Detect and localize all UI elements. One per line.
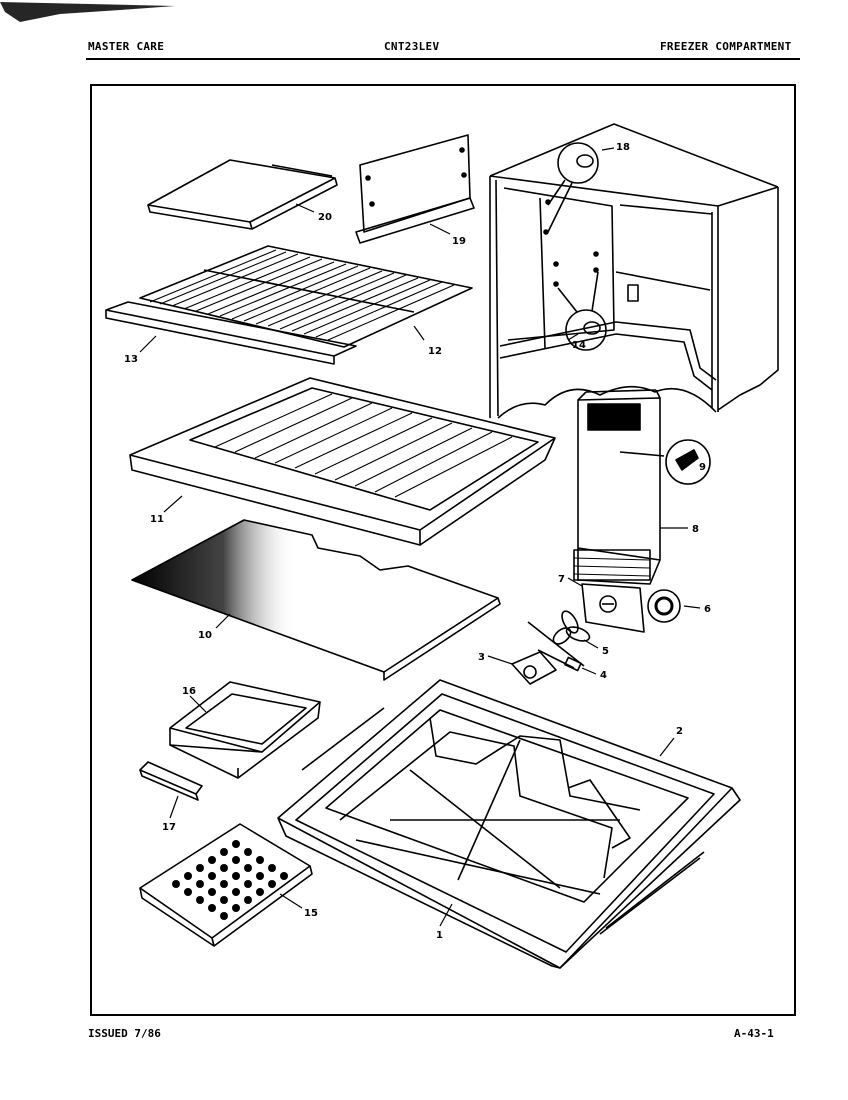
callout-4: 4	[600, 670, 607, 681]
callout-7: 7	[558, 574, 565, 585]
part-screw-9	[665, 439, 711, 485]
callout-8: 8	[692, 524, 699, 535]
callout-5: 5	[602, 646, 609, 657]
callout-10: 10	[198, 630, 212, 641]
part-fan-motor	[511, 649, 582, 685]
callout-1: 1	[436, 930, 443, 941]
callout-17: 17	[162, 822, 176, 833]
part-fastener-18	[547, 142, 599, 233]
part-back-panel	[355, 134, 475, 244]
callout-15: 15	[304, 908, 318, 919]
part-shelf-glass	[131, 519, 501, 681]
page-code: A-43-1	[734, 1027, 774, 1040]
part-wire-shelf	[139, 245, 473, 348]
part-ice-tray	[139, 823, 313, 947]
part-shelf-frame	[129, 377, 556, 546]
diagram-frame	[90, 84, 796, 1016]
part-fan-bracket	[581, 583, 645, 633]
callout-20: 20	[318, 212, 332, 223]
part-bin-rail	[139, 761, 203, 801]
callout-6: 6	[704, 604, 711, 615]
part-evaporator-cover	[573, 389, 665, 585]
section-title: FREEZER COMPARTMENT	[660, 40, 792, 53]
part-fan-blade	[527, 610, 591, 667]
callout-13: 13	[124, 354, 138, 365]
callout-14: 14	[572, 340, 586, 351]
issue-date: ISSUED 7/86	[88, 1027, 161, 1040]
callout-2: 2	[676, 726, 683, 737]
callout-12: 12	[428, 346, 442, 357]
leader-lines	[139, 147, 701, 927]
callout-18: 18	[616, 142, 630, 153]
callout-9: 9	[699, 462, 706, 473]
model-number: CNT23LEV	[384, 40, 440, 53]
part-ice-bin	[169, 681, 321, 779]
header-rule	[86, 58, 800, 60]
scan-artifact	[0, 2, 175, 22]
callout-11: 11	[150, 514, 164, 525]
part-freezer-liner	[277, 679, 741, 969]
part-shelf-rail	[105, 301, 357, 365]
part-shelf-cover	[147, 159, 338, 230]
brand-label: MASTER CARE	[88, 40, 165, 53]
part-grommet	[647, 589, 681, 623]
callout-19: 19	[452, 236, 466, 247]
callout-3: 3	[478, 652, 485, 663]
freezer-cabinet	[489, 123, 779, 419]
part-fastener-14	[557, 271, 607, 351]
callout-16: 16	[182, 686, 196, 697]
